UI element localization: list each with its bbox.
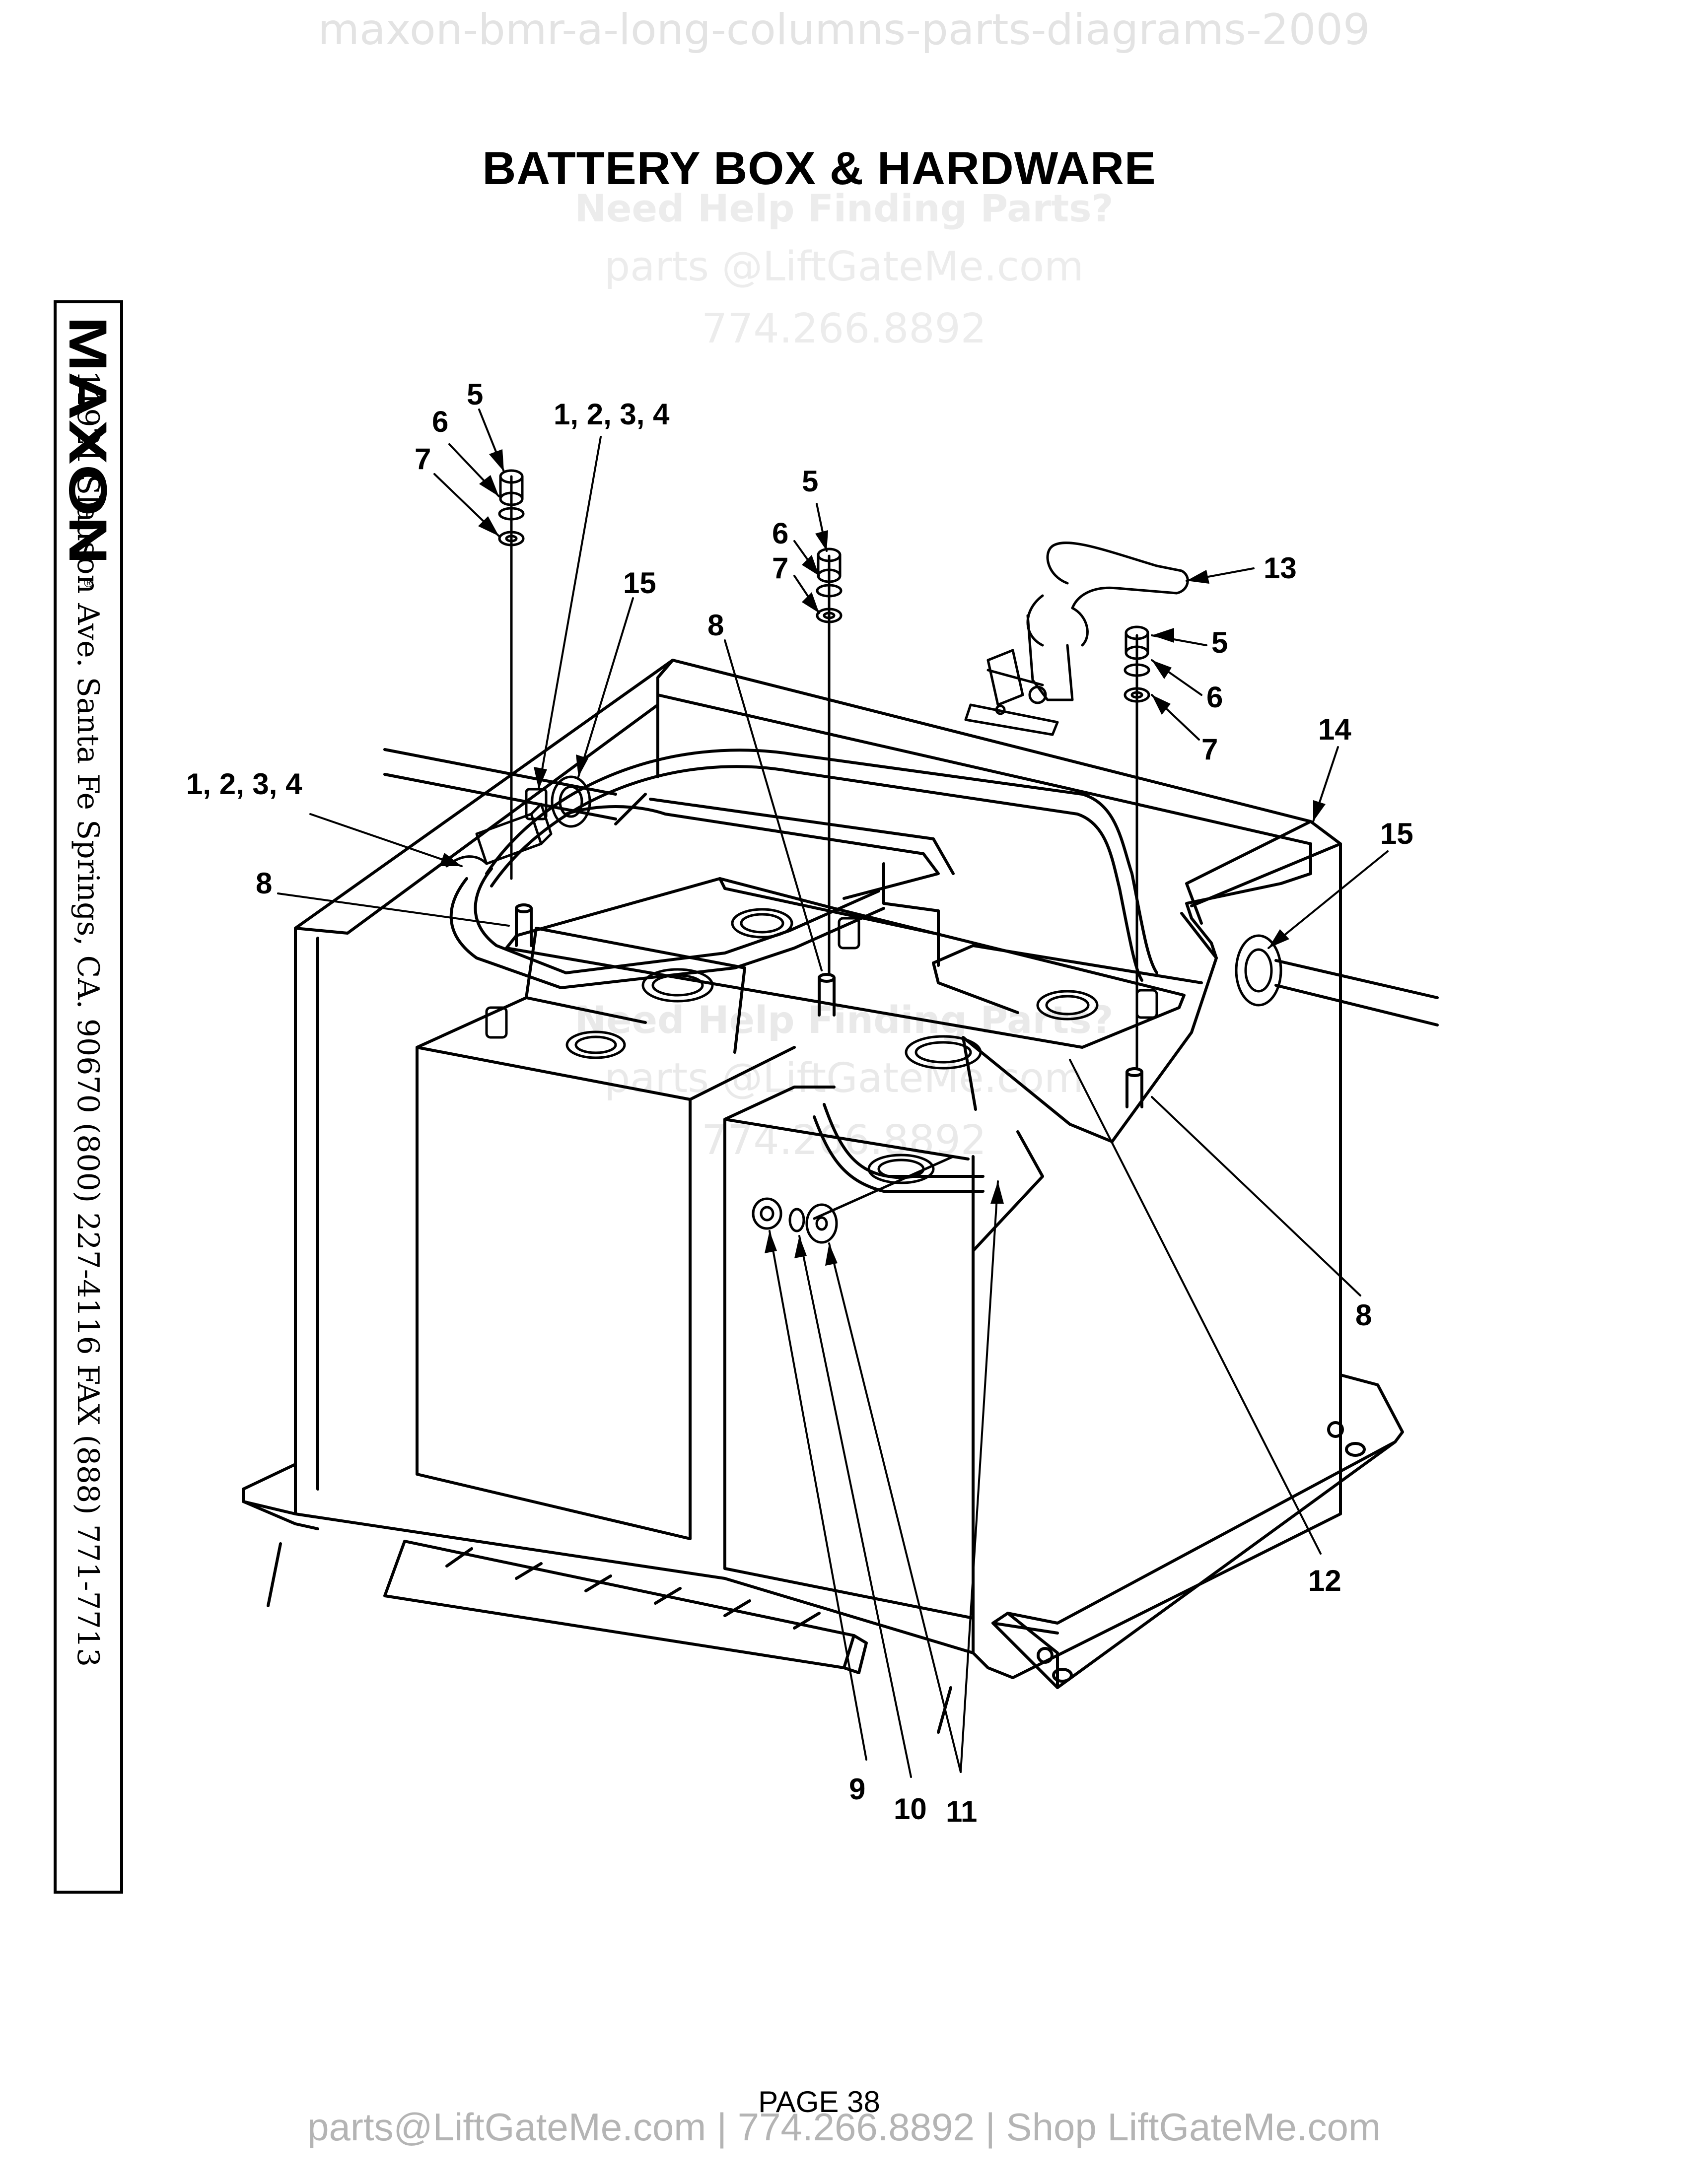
left-foot (242, 1463, 319, 1530)
maxon-logo: MAXON (61, 316, 115, 564)
right-cable (1274, 959, 1439, 1026)
callout-12: 12 (1308, 1564, 1341, 1597)
callout-13: 13 (1264, 551, 1297, 585)
watermark-email: parts @LiftGateMe.com (604, 243, 1084, 290)
callout-6-left: 6 (432, 405, 448, 438)
callout-6-middle: 6 (772, 517, 788, 550)
callout-8-right: 8 (1355, 1298, 1372, 1332)
callout-15-left: 15 (623, 566, 656, 600)
page-title: BATTERY BOX & HARDWARE (482, 142, 1156, 194)
callout-7-right: 7 (1201, 733, 1218, 766)
callout-5-right: 5 (1211, 626, 1228, 659)
arrowheads (439, 449, 1326, 1266)
callout-11: 11 (946, 1795, 977, 1828)
callout-9: 9 (849, 1773, 865, 1806)
cables (449, 749, 1158, 1193)
callout-10: 10 (894, 1792, 927, 1826)
callout-5-left: 5 (467, 378, 483, 411)
page-number: PAGE 38 (758, 2085, 880, 2118)
front-hardware (752, 1155, 955, 1244)
battery-box (294, 659, 1342, 1679)
watermark-top: maxon-bmr-a-long-columns-parts-diagrams-… (318, 5, 1370, 55)
callout-8-left: 8 (256, 867, 272, 900)
hardware-stack-left (498, 469, 525, 880)
watermark-phone: 774.266.8892 (702, 305, 986, 352)
right-foot (991, 1373, 1404, 1689)
registered-mark: ® (84, 575, 94, 590)
watermark-help: Need Help Finding Parts? (574, 186, 1114, 230)
callout-1-2-3-4-left: 1, 2, 3, 4 (186, 767, 302, 801)
maxon-logo-text: MAXON (61, 316, 115, 564)
battery-right (723, 862, 1203, 1620)
callout-7-left: 7 (415, 442, 431, 476)
leader-lines (277, 409, 1389, 1778)
callout-7-middle: 7 (772, 551, 788, 585)
hardware-stack-right (1124, 625, 1150, 1069)
grommets (551, 775, 1282, 1007)
callout-5-middle: 5 (802, 465, 818, 498)
studs (515, 903, 1143, 1108)
callout-15-right: 15 (1380, 817, 1413, 850)
hardware-stack-middle (816, 547, 843, 974)
callout-8-middle: 8 (707, 609, 724, 642)
callout-labels: 5 6 7 1, 2, 3, 4 15 1, 2, 3, 4 8 5 6 7 8… (186, 378, 1413, 1828)
callout-1-2-3-4-top: 1, 2, 3, 4 (554, 398, 670, 431)
t-handle-latch (964, 542, 1189, 736)
watermark-email-center: parts @LiftGateMe.com (604, 1055, 1084, 1102)
battery-terminals (485, 908, 1158, 1184)
callout-6-right: 6 (1206, 681, 1223, 714)
sidebar-box: MAXON ® 11921 Slauson Ave. Santa Fe Spri… (54, 300, 123, 1894)
battery-left (416, 927, 796, 1540)
footer-contact: parts@LiftGateMe.com | 774.266.8892 | Sh… (307, 2105, 1381, 2149)
hinge (267, 1540, 952, 1734)
callout-14: 14 (1318, 713, 1351, 746)
